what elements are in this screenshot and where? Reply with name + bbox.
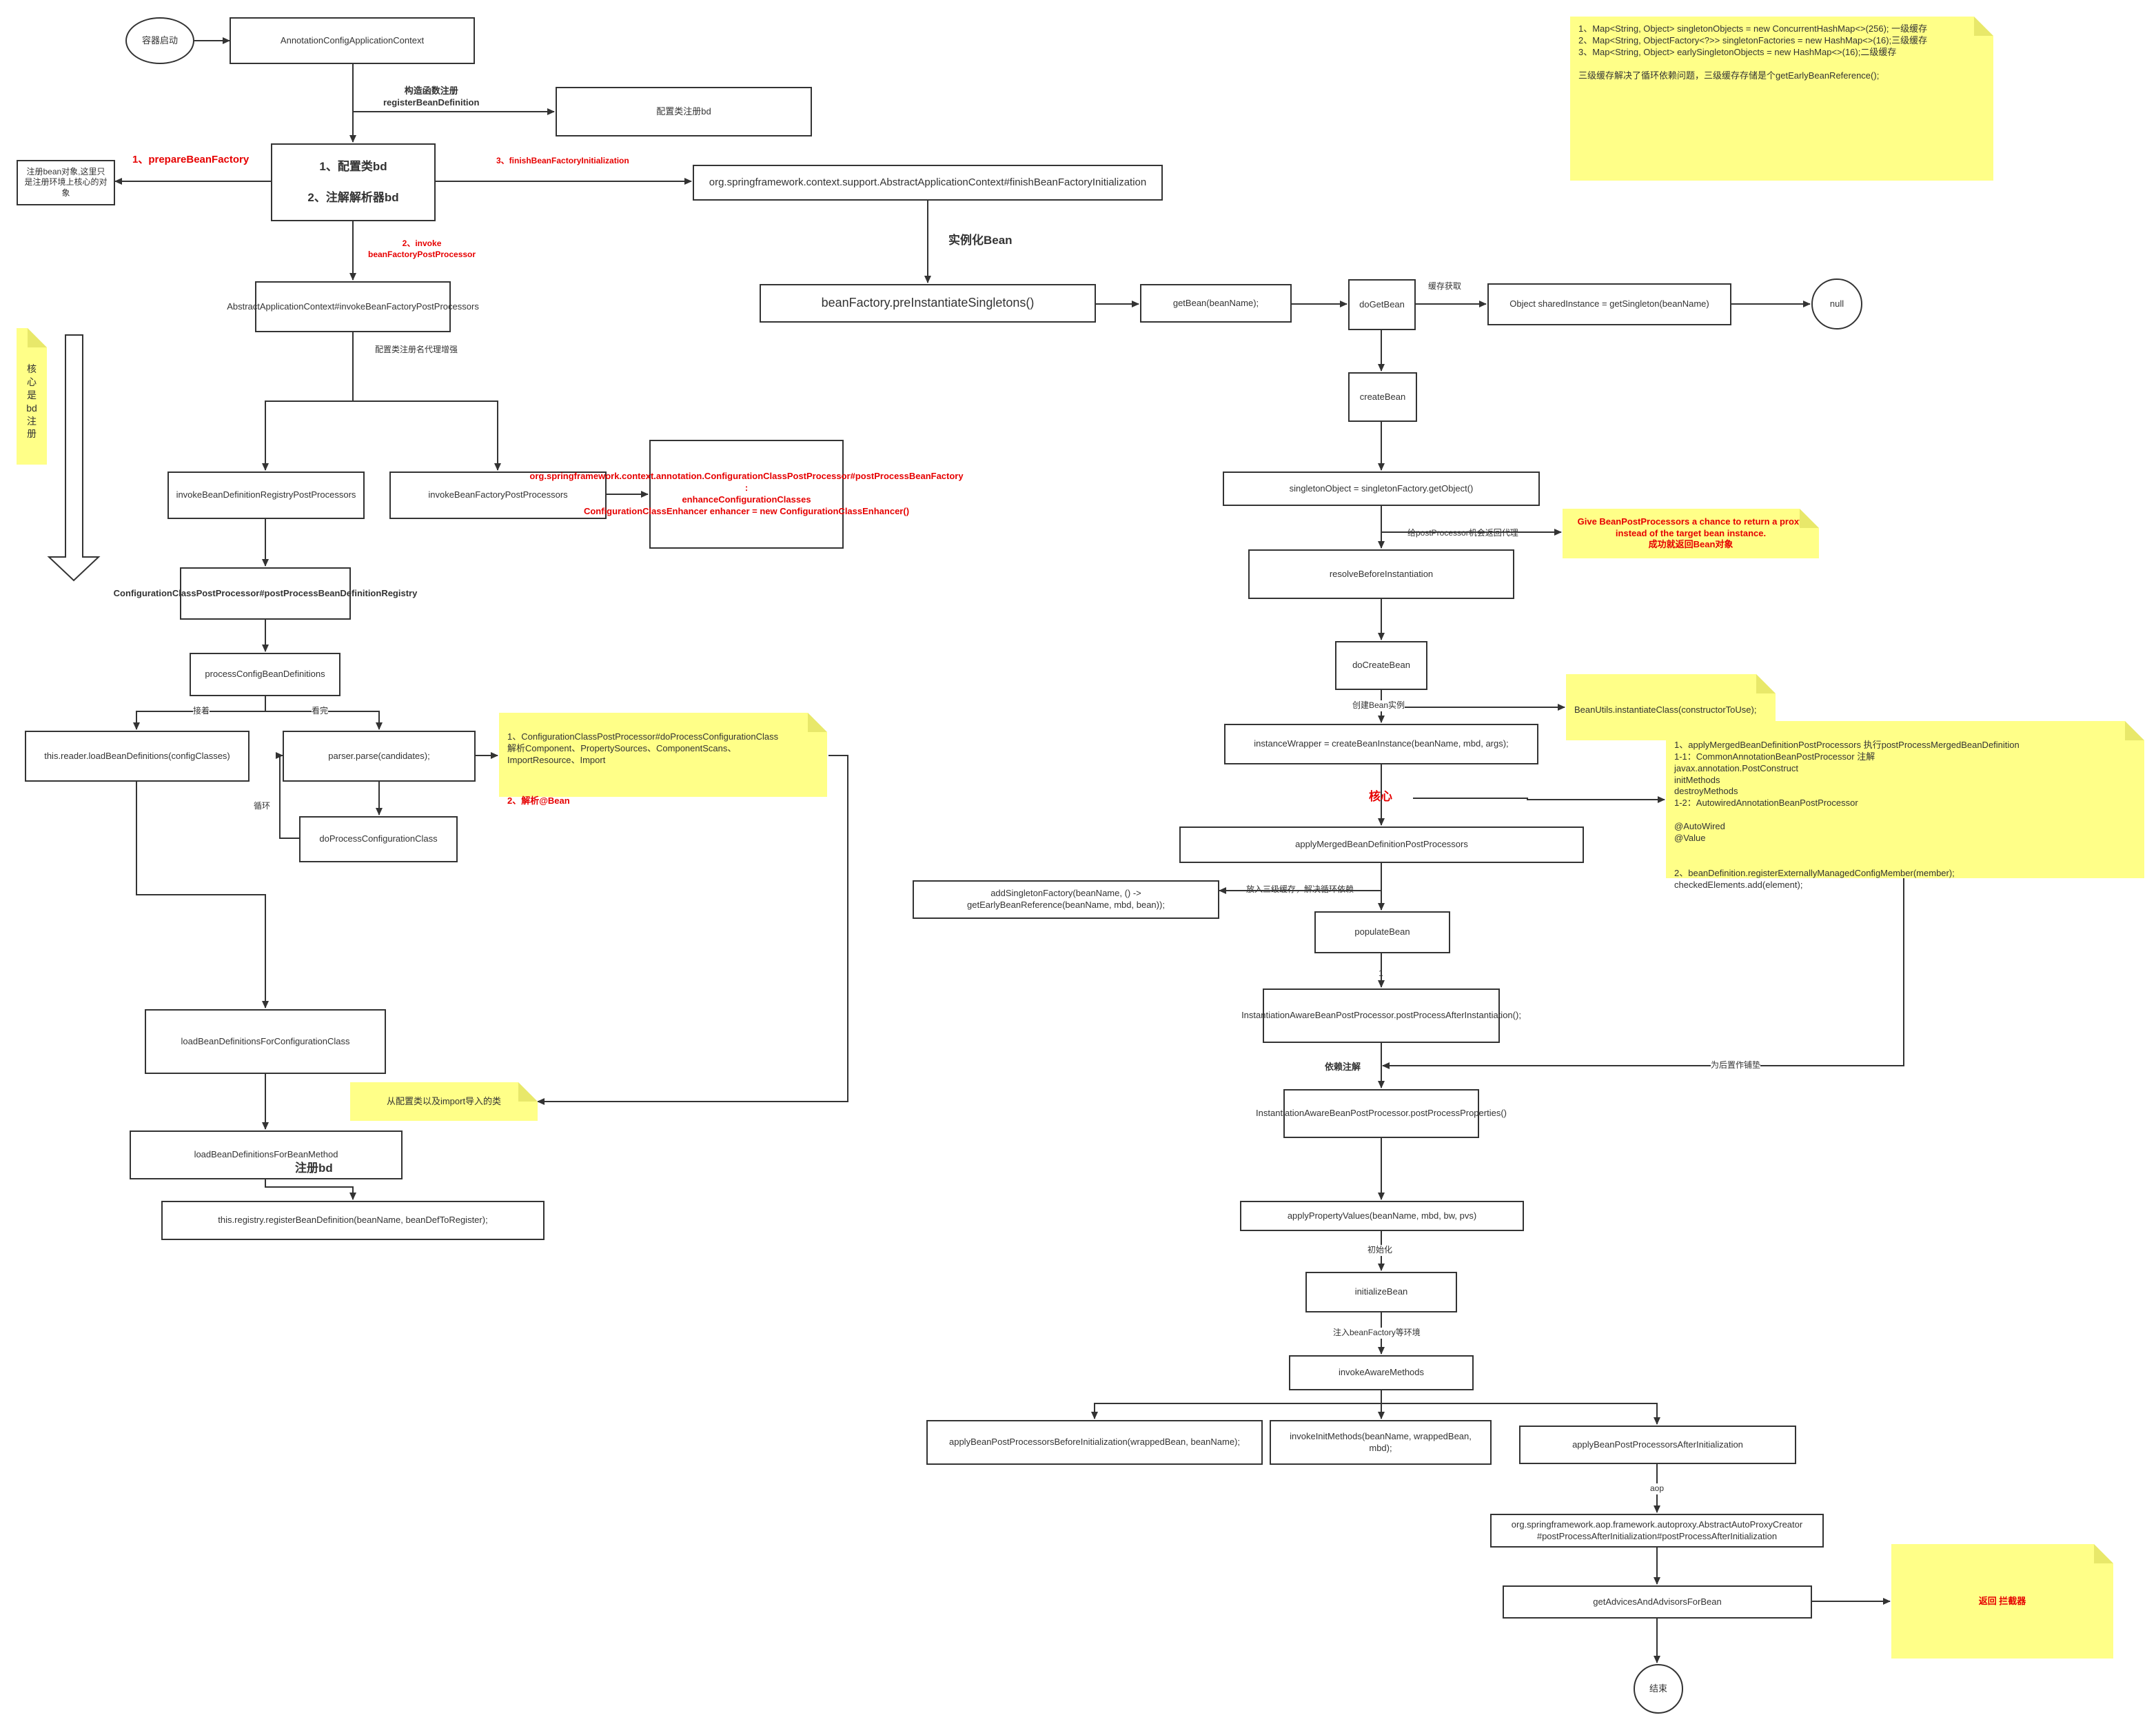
- do-process-config-node: doProcessConfigurationClass: [299, 816, 458, 862]
- load-config-class-node: loadBeanDefinitionsForConfigurationClass: [145, 1009, 386, 1074]
- label-instantiate-bean: 实例化Bean: [948, 234, 1013, 247]
- get-singleton-node: Object sharedInstance = getSingleton(bea…: [1487, 283, 1731, 325]
- parser-parse-node: parser.parse(candidates);: [283, 731, 476, 782]
- merged-detail-note: 1、applyMergedBeanDefinitionPostProcessor…: [1666, 721, 2144, 890]
- merged-detail-text: 1、applyMergedBeanDefinitionPostProcessor…: [1674, 739, 2020, 890]
- ccpp-node: ConfigurationClassPostProcessor#postProc…: [114, 567, 417, 620]
- resolve-before-node: resolveBeforeInstantiation: [1248, 549, 1514, 599]
- start-node: 容器启动: [125, 17, 194, 64]
- label-proxy-hint: 给postProcessor机会返回代理: [1407, 528, 1518, 538]
- enhance-node: org.springframework.context.annotation.C…: [529, 440, 964, 549]
- add-singleton-factory-node: addSingletonFactory(beanName, () -> getE…: [913, 880, 1219, 919]
- finish-init-node: org.springframework.context.support.Abst…: [693, 165, 1163, 201]
- reader-load-node: this.reader.loadBeanDefinitions(configCl…: [25, 731, 250, 782]
- label-register-bd: 注册bd: [295, 1162, 333, 1175]
- load-bean-method-node: loadBeanDefinitionsForBeanMethod: [130, 1130, 403, 1179]
- return-interceptor-note: 返回 拦截器: [1891, 1544, 2113, 1659]
- label-cache-get: 缓存获取: [1428, 281, 1462, 291]
- core-bd-text: 核心是bd注册: [26, 363, 37, 440]
- label-tick: 1: [1379, 969, 1383, 978]
- edge-reader-load: [136, 782, 269, 1008]
- null-node: null: [1811, 278, 1862, 329]
- label-init: 初始化: [1367, 1245, 1393, 1256]
- annotation-context-node: AnnotationConfigApplicationContext: [230, 17, 475, 64]
- label-loop: 循环: [254, 801, 271, 812]
- singleton-factory-node: singletonObject = singletonFactory.getOb…: [1223, 471, 1540, 506]
- invoke-bfpp-main-node: AbstractApplicationContext#invokeBeanFac…: [227, 281, 479, 332]
- label-config-proxy: 配置类注册名代理增强: [375, 345, 458, 354]
- bpp-before-node: applyBeanPostProcessorsBeforeInitializat…: [926, 1420, 1263, 1465]
- invoke-init-node: invokeInitMethods(beanName, wrappedBean,…: [1270, 1420, 1492, 1465]
- label-finish-bf: 3、finishBeanFactoryInitialization: [496, 156, 629, 165]
- config-register-node: 配置类注册bd: [556, 87, 812, 136]
- edge-method-registry: [265, 1179, 356, 1200]
- label-aop: aop: [1650, 1483, 1665, 1494]
- edge-aware-split: [1091, 1390, 1382, 1419]
- label-ctor-register: 构造函数注册 registerBeanDefinition: [383, 85, 480, 108]
- label-core: 核心: [1369, 790, 1392, 803]
- cache-note: 1、Map<String, Object> singletonObjects =…: [1570, 17, 1993, 181]
- edge-note-import: [537, 755, 848, 1105]
- edge-aware-after: [1381, 1403, 1660, 1425]
- label-branch-b: 看完: [312, 706, 329, 717]
- apply-property-values-node: applyPropertyValues(beanName, mbd, bw, p…: [1240, 1201, 1524, 1231]
- edge-bfpp-split: [262, 332, 354, 471]
- populate-bean-node: populateBean: [1314, 911, 1450, 953]
- parse-bean-text: 2、解析@Bean: [507, 795, 570, 807]
- bpp-after-node: applyBeanPostProcessorsAfterInitializati…: [1519, 1426, 1796, 1464]
- get-bean-node: getBean(beanName);: [1140, 284, 1292, 323]
- edge-do-loop: [276, 752, 299, 839]
- label-prepare-bf: 1、prepareBeanFactory: [132, 154, 250, 165]
- proxy-chance-note: Give BeanPostProcessors a chance to retu…: [1563, 509, 1819, 558]
- aop-creator-node: org.springframework.aop.framework.autopr…: [1490, 1514, 1824, 1548]
- from-import-note: 从配置类以及import导入的类: [350, 1082, 538, 1121]
- process-config-node: processConfigBeanDefinitions: [190, 653, 340, 696]
- label-invoke-bfpp: 2、invoke beanFactoryPostProcessor: [368, 239, 476, 259]
- initialize-bean-node: initializeBean: [1305, 1272, 1457, 1312]
- env-bean-node: 注册bean对象,这里只是注册环境上核心的对象: [17, 160, 115, 205]
- bd-register-node: 1、配置类bd 2、注解解析器bd: [271, 143, 436, 221]
- instance-wrapper-node: instanceWrapper = createBeanInstance(bea…: [1224, 724, 1538, 764]
- parse-detail-note: 1、ConfigurationClassPostProcessor#doProc…: [499, 713, 827, 806]
- label-create-instance: 创建Bean实例: [1352, 700, 1405, 711]
- apply-merged-node: applyMergedBeanDefinitionPostProcessors: [1179, 826, 1584, 863]
- edge-split-bfpp: [353, 400, 501, 471]
- create-bean-node: createBean: [1348, 372, 1417, 422]
- pre-instantiate-node: beanFactory.preInstantiateSingletons(): [760, 284, 1096, 323]
- get-advices-node: getAdvicesAndAdvisorsForBean: [1503, 1585, 1812, 1619]
- do-get-bean-node: doGetBean: [1348, 279, 1416, 330]
- edge-core-merged-note: [1413, 796, 1665, 803]
- end-node: 结束: [1634, 1664, 1683, 1714]
- after-instantiation-node: InstantiationAwareBeanPostProcessor.post…: [1241, 988, 1521, 1043]
- label-prepare-later: 为后置作铺垫: [1711, 1060, 1761, 1071]
- edge-process-split-right: [265, 711, 383, 730]
- label-third-cache: 放入三级缓存，解决循环依赖: [1246, 884, 1354, 894]
- edge-note-prepare: [1382, 878, 1904, 1069]
- core-bd-note: 核心是bd注册: [17, 328, 47, 465]
- invoke-aware-node: invokeAwareMethods: [1289, 1355, 1474, 1390]
- do-create-bean-node: doCreateBean: [1335, 641, 1427, 690]
- parse-detail-text: 1、ConfigurationClassPostProcessor#doProc…: [507, 731, 779, 765]
- process-properties-node: InstantiationAwareBeanPostProcessor.post…: [1256, 1089, 1507, 1138]
- label-dependency: 依赖注解: [1325, 1062, 1361, 1072]
- core-arrow-shape: [47, 334, 101, 582]
- bdrpp-node: invokeBeanDefinitionRegistryPostProcesso…: [167, 471, 365, 519]
- label-inject-env: 注入beanFactory等环境: [1333, 1328, 1421, 1339]
- registry-register-node: this.registry.registerBeanDefinition(bea…: [161, 1201, 545, 1240]
- label-branch-a: 接着: [193, 706, 210, 717]
- bfpp-node: invokeBeanFactoryPostProcessors: [389, 471, 607, 519]
